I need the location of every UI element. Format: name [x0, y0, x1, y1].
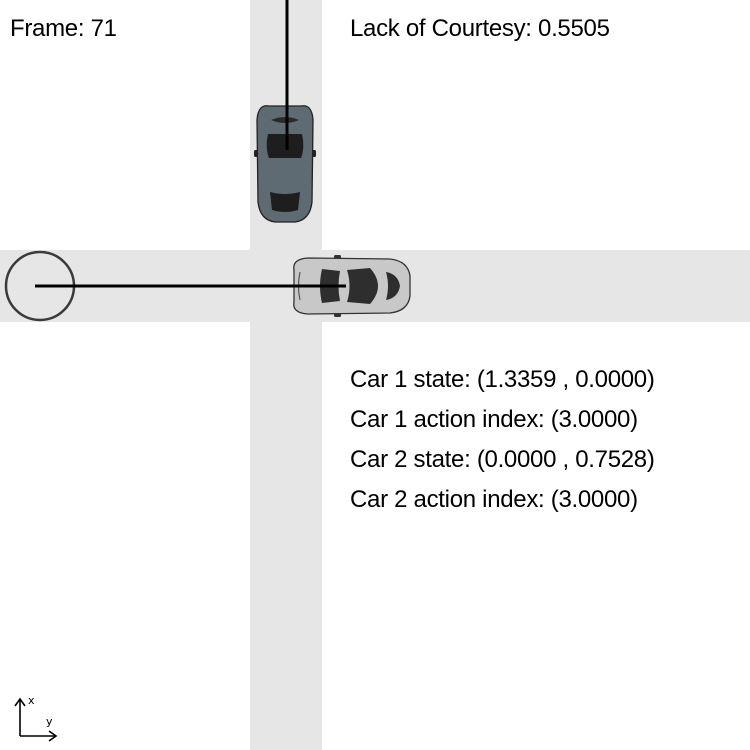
car2-action-readout: Car 2 action index: (3.0000) [350, 486, 638, 513]
axis-x-label: x [28, 694, 35, 707]
axis-y-label: y [46, 715, 53, 728]
frame-counter: Frame: 71 [10, 15, 117, 42]
car2-state-readout: Car 2 state: (0.0000 , 0.7528) [350, 446, 655, 473]
lack-of-courtesy-readout: Lack of Courtesy: 0.5505 [350, 15, 610, 42]
car1-sprite [254, 105, 316, 223]
car1-action-readout: Car 1 action index: (3.0000) [350, 406, 638, 433]
car1-state-readout: Car 1 state: (1.3359 , 0.0000) [350, 366, 655, 393]
axis-indicator [14, 697, 58, 742]
